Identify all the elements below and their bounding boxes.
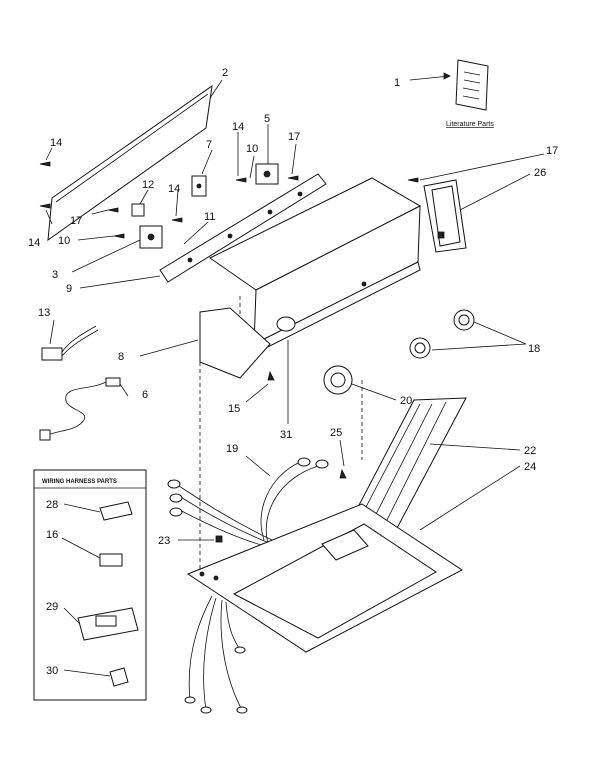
connector-28 <box>99 501 133 521</box>
callout-15: 15 <box>228 403 240 415</box>
literature-parts-card: Literature Parts <box>446 59 494 128</box>
callout-19: 19 <box>226 443 238 455</box>
callout-17-top: 17 <box>288 131 300 143</box>
callout-9: 9 <box>66 283 72 295</box>
control-panel-strip <box>159 173 327 283</box>
callout-24: 24 <box>524 461 536 473</box>
knob-part-20 <box>323 365 353 395</box>
callout-1: 1 <box>394 77 400 89</box>
top-panel <box>47 84 213 242</box>
callout-26: 26 <box>534 167 546 179</box>
callout-17-right: 17 <box>546 145 558 157</box>
callout-8: 8 <box>118 351 124 363</box>
callout-25: 25 <box>330 427 342 439</box>
connector-30 <box>109 667 129 687</box>
callout-18: 18 <box>528 343 540 355</box>
knob-part-18-a <box>453 309 475 331</box>
side-panel <box>199 307 271 379</box>
cabinet-top-24 <box>186 503 463 653</box>
connector-16 <box>99 553 123 567</box>
callout-labels: 1 2 3 5 6 7 8 9 10 10 11 12 13 14 14 14 … <box>28 67 558 677</box>
callout-17-left: 17 <box>70 215 82 227</box>
switch-part-12 <box>131 203 145 217</box>
callout-7: 7 <box>206 139 212 151</box>
switch-part-5 <box>255 163 279 185</box>
callout-16: 16 <box>46 529 58 541</box>
console-housing <box>209 177 422 358</box>
callout-5: 5 <box>264 113 270 125</box>
heater-assembly-22 <box>345 397 467 531</box>
wiring-harness-parts-box: WIRING HARNESS PARTS <box>33 469 147 701</box>
switch-part-3 <box>139 225 163 249</box>
wiring-harness-box-title: WIRING HARNESS PARTS <box>42 479 117 485</box>
end-cap-bracket <box>423 179 467 253</box>
callout-14-top: 14 <box>232 121 244 133</box>
literature-parts-label: Literature Parts <box>446 121 494 128</box>
timer-part-7 <box>191 175 207 197</box>
knob-part-18-b <box>409 337 431 359</box>
callout-11: 11 <box>204 211 215 223</box>
cabinet-wires <box>184 595 248 714</box>
callout-20: 20 <box>400 395 412 407</box>
callout-12: 12 <box>142 179 154 191</box>
wire-harness-13 <box>41 325 99 361</box>
wire-bundle-19 <box>167 457 329 549</box>
callout-10-top: 10 <box>246 143 258 155</box>
screw-icons <box>39 161 419 543</box>
callout-28: 28 <box>46 499 58 511</box>
callout-14-top-left: 14 <box>50 137 62 149</box>
callout-14-bottom-left: 14 <box>28 237 40 249</box>
callout-14-middle: 14 <box>168 183 180 195</box>
callout-23: 23 <box>158 535 170 547</box>
callout-31: 31 <box>280 429 292 441</box>
callout-10-left: 10 <box>58 235 70 247</box>
callout-3: 3 <box>52 269 58 281</box>
callout-30: 30 <box>46 665 58 677</box>
connector-29 <box>77 607 139 641</box>
leader-lines <box>45 124 545 677</box>
callout-2: 2 <box>222 67 228 79</box>
callout-13: 13 <box>38 307 50 319</box>
callout-22: 22 <box>524 445 536 457</box>
callout-6: 6 <box>142 389 148 401</box>
callout-29: 29 <box>46 601 58 613</box>
wire-harness-6 <box>39 377 121 441</box>
